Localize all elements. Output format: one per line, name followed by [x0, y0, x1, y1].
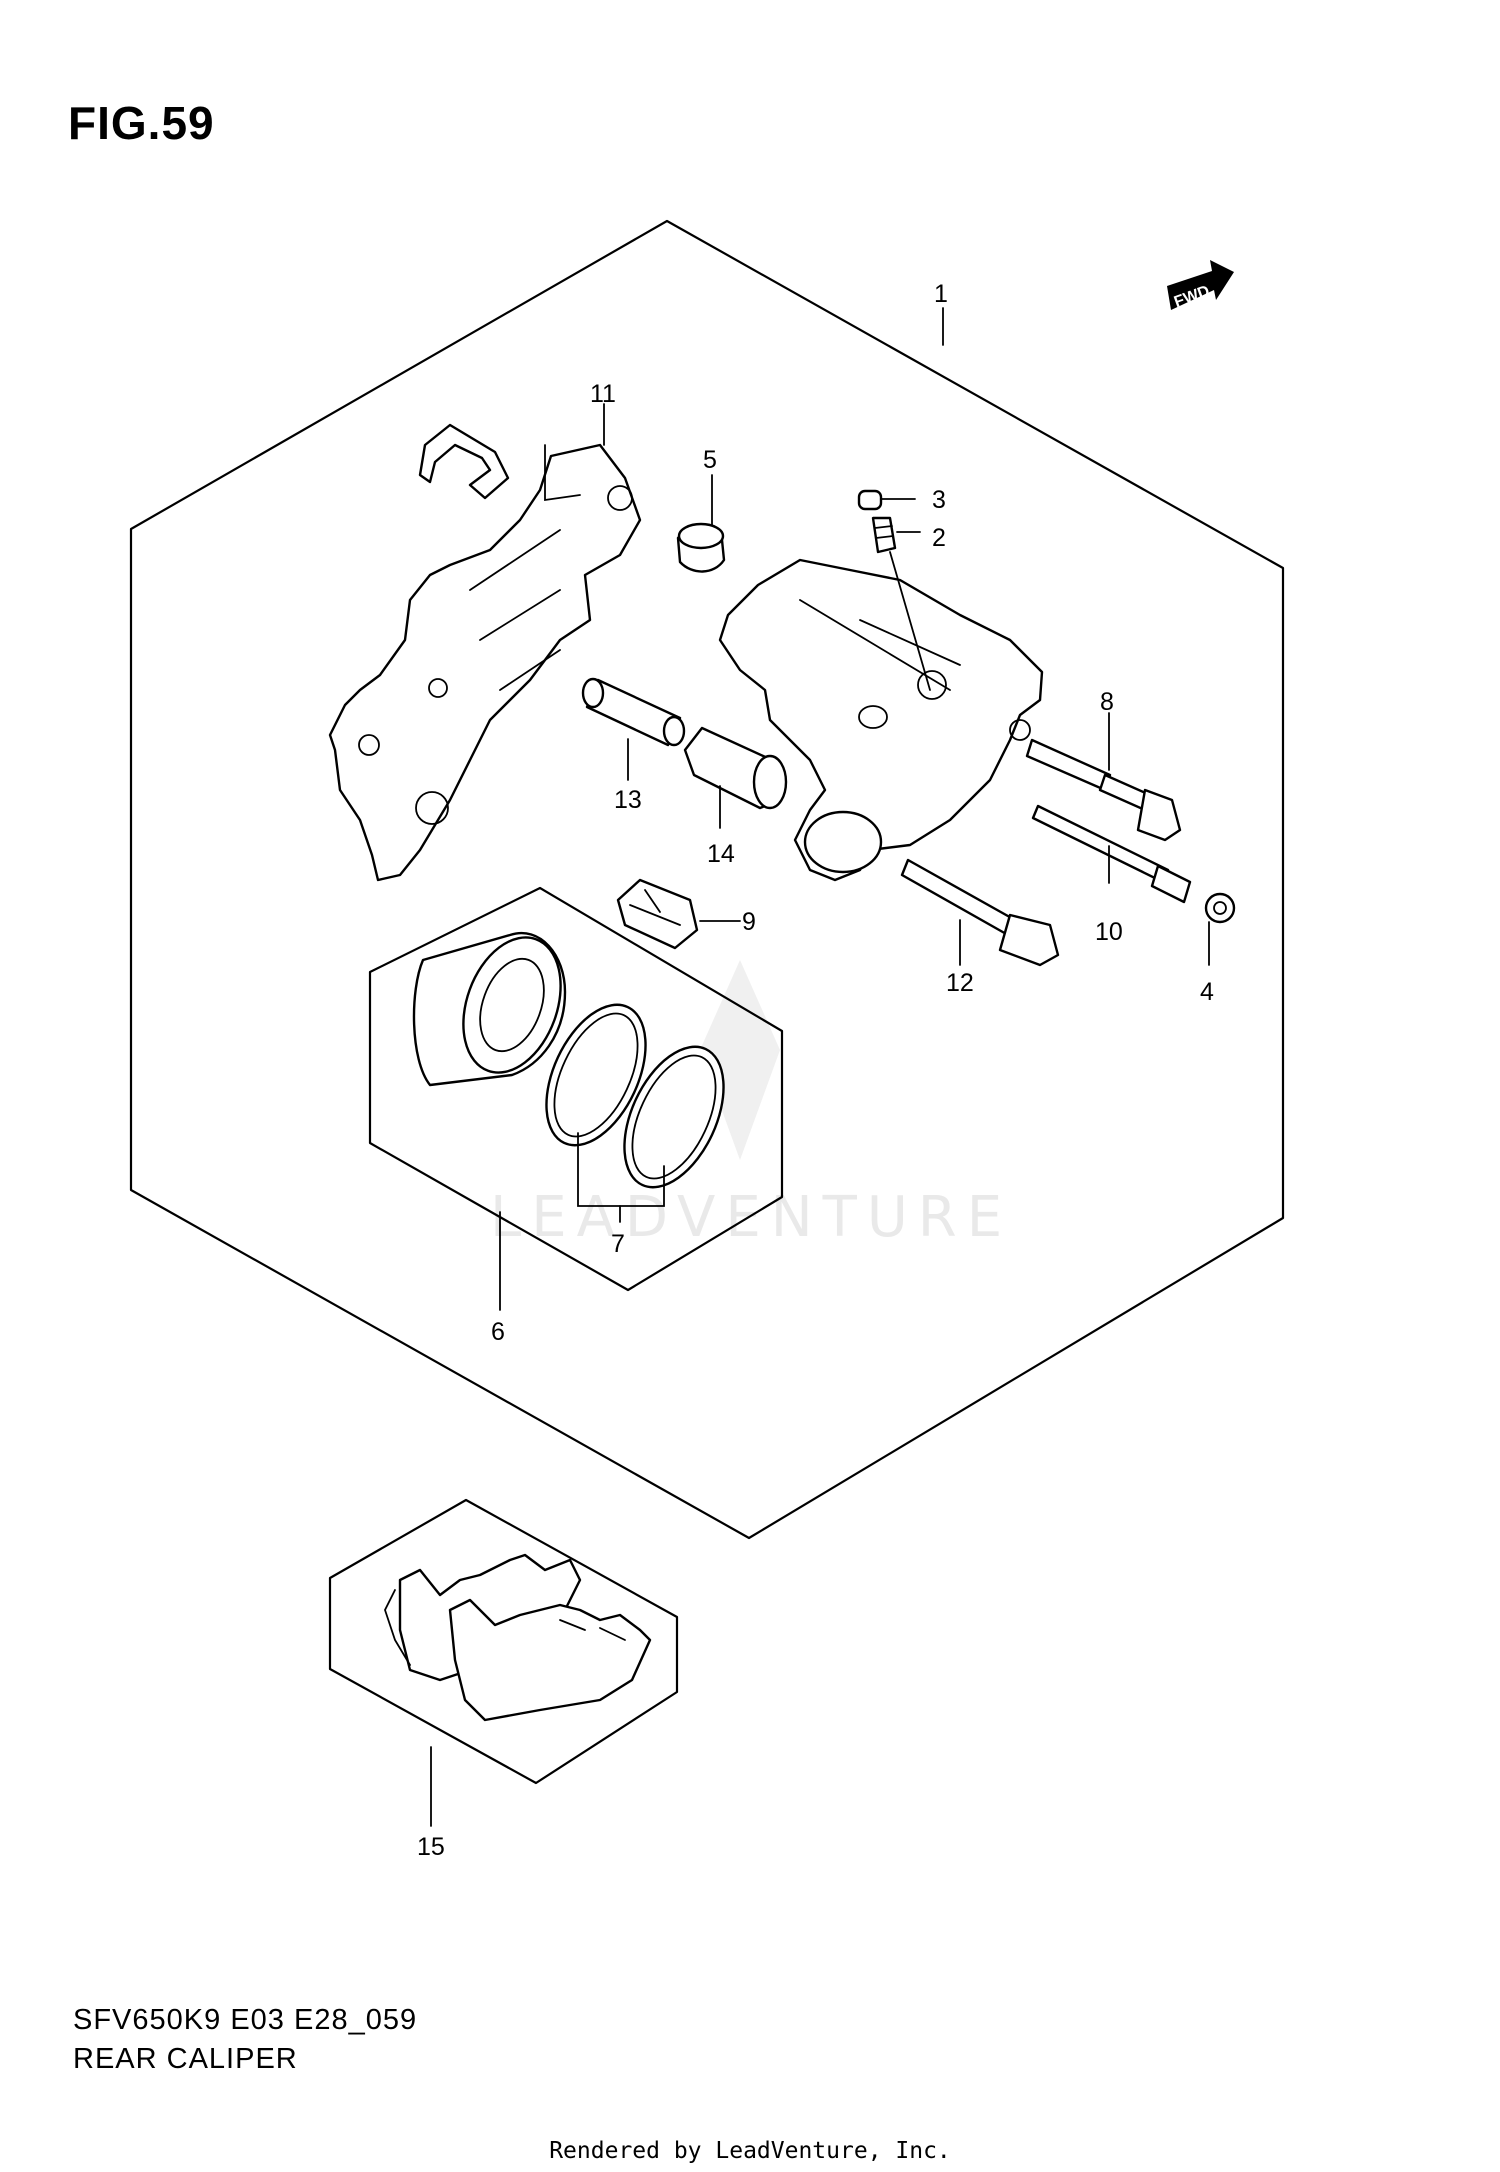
callout-13: 13 [614, 786, 642, 814]
dust-seal [623, 1045, 725, 1189]
piston-seal [545, 1003, 647, 1147]
callout-15: 15 [417, 1833, 445, 1861]
pad-spring [616, 878, 699, 950]
leader-lines [430, 307, 1210, 1827]
pad-pin-plug [1204, 892, 1236, 924]
pad-spring-clip [418, 423, 510, 500]
rubber-boot [676, 522, 726, 573]
callout-9: 9 [742, 908, 756, 936]
rendered-by-footer: Rendered by LeadVenture, Inc. [549, 2138, 951, 2164]
callout-5: 5 [703, 446, 717, 474]
caliper-body [718, 558, 1044, 882]
caliper-assembly-boundary [129, 219, 1285, 1540]
callout-7: 7 [611, 1230, 625, 1258]
callout-labels: 1 2 3 4 5 6 7 8 9 10 11 12 13 14 15 [417, 280, 1214, 1861]
pad-pin [1031, 804, 1192, 904]
callout-2: 2 [932, 524, 946, 552]
bleeder-valve [871, 516, 897, 554]
caliper-bolt-8 [1025, 738, 1182, 842]
caliper-bracket [328, 443, 642, 882]
watermark-text: LEADVENTURE [490, 1185, 1012, 1250]
model-code: SFV650K9 E03 E28_059 [73, 2004, 418, 2036]
figure-title: FIG.59 [68, 97, 215, 149]
callout-10: 10 [1095, 918, 1123, 946]
diagram-caption: REAR CALIPER [73, 2043, 298, 2075]
slide-pin [581, 677, 686, 747]
brake-pad-rear [384, 1553, 582, 1682]
piston [412, 932, 567, 1087]
caliper-bolt-12 [900, 858, 1060, 967]
pin-boot [683, 726, 788, 810]
callout-12: 12 [946, 969, 974, 997]
callout-11: 11 [590, 380, 616, 408]
brake-pad-set-boundary [328, 1498, 679, 1785]
bleeder-cap [857, 489, 883, 511]
callout-6: 6 [491, 1318, 505, 1346]
callout-14: 14 [707, 840, 735, 868]
forward-direction-badge: FWD [1167, 260, 1234, 311]
callout-4: 4 [1200, 978, 1214, 1006]
brake-pad-front [448, 1598, 652, 1722]
callout-8: 8 [1100, 688, 1114, 716]
piston-set-boundary [368, 886, 784, 1292]
callout-1: 1 [934, 280, 948, 308]
callout-3: 3 [932, 486, 946, 514]
